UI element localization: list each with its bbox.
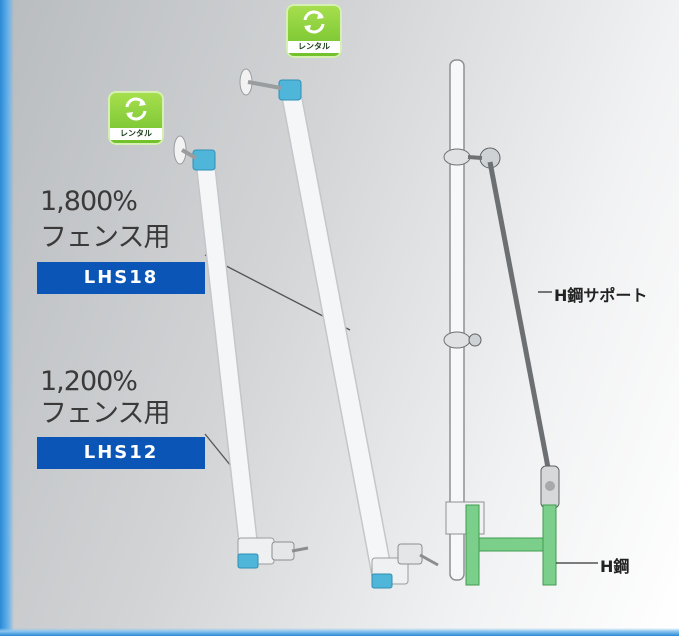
- left-blue-edge: [0, 0, 14, 636]
- h-beam: [465, 504, 557, 586]
- fence-post: [449, 59, 465, 581]
- rental-badge: レンタル: [108, 91, 164, 145]
- part-label-hbeam: H鋼: [600, 557, 630, 576]
- hbeam-support-rod: [487, 161, 553, 479]
- support-arm-lhs12: [173, 135, 309, 569]
- part-label-hbeam-support: H鋼サポート: [554, 286, 648, 305]
- base-clamp-icon: [371, 543, 439, 589]
- middle-clamp-icon: [443, 331, 482, 349]
- bottom-blue-edge: [0, 628, 679, 636]
- recycle-arrows-icon: [303, 10, 325, 34]
- recycle-arrows-icon: [125, 97, 147, 121]
- top-clamp-icon: [173, 135, 197, 165]
- product-code-lhs18: LHS18: [37, 262, 205, 294]
- support-arm-lhs18: [239, 68, 439, 589]
- base-clamp-icon: [237, 537, 309, 569]
- rental-badge-text: レンタル: [288, 41, 340, 53]
- top-clamp-icon: [239, 68, 282, 96]
- size-label-1200: 1,200%: [40, 366, 138, 397]
- use-label-1800: フェンス用: [40, 222, 170, 253]
- use-label-1200: フェンス用: [40, 398, 170, 429]
- rental-badge-text: レンタル: [110, 128, 162, 140]
- lower-joint-icon: [540, 465, 560, 509]
- size-label-1800: 1,800%: [40, 186, 138, 217]
- post-assembly: [443, 59, 598, 586]
- product-code-lhs12: LHS12: [37, 437, 205, 469]
- rental-badge: レンタル: [286, 4, 342, 58]
- upper-clamp-icon: [443, 147, 501, 169]
